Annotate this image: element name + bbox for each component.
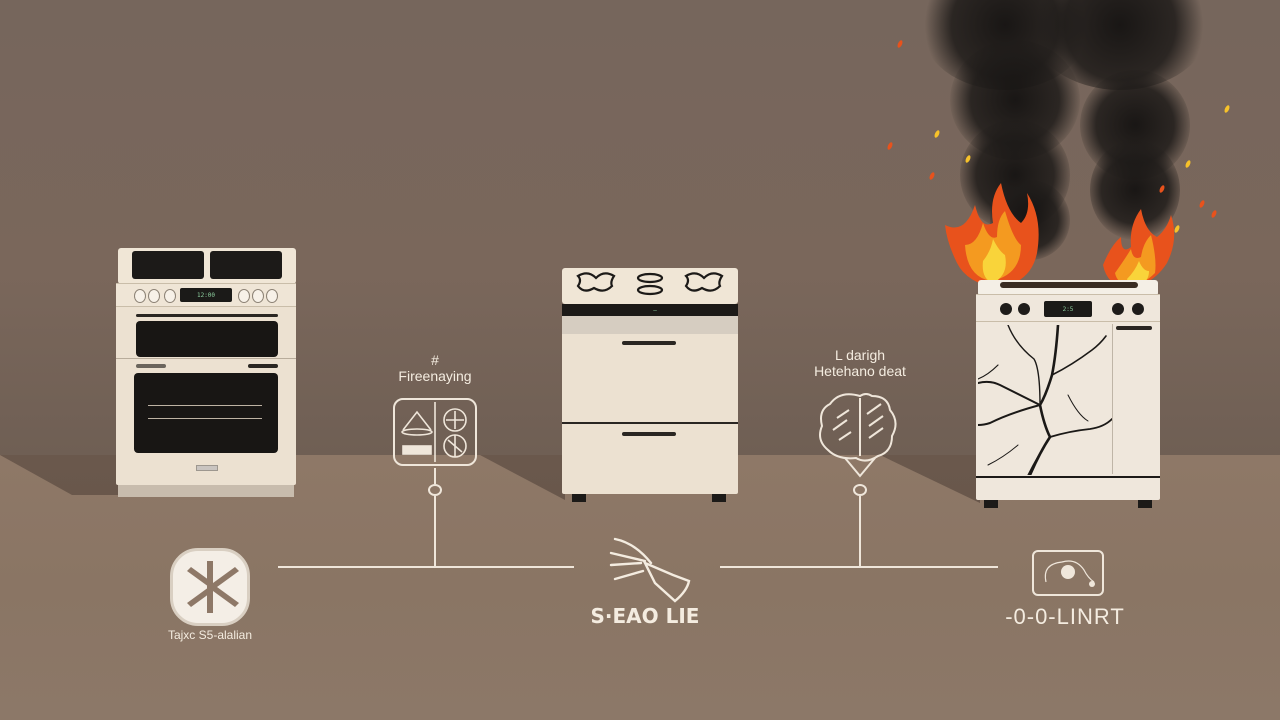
side-door-handle[interactable] xyxy=(1116,326,1152,330)
knob-icon[interactable] xyxy=(252,289,264,303)
stove-middle-foot-right xyxy=(712,494,726,502)
burner-grates-icon xyxy=(576,272,724,296)
stove-damaged-foot-left xyxy=(984,500,998,508)
label-upper-right-line1: L darigh xyxy=(834,347,886,363)
bottom-trim xyxy=(976,476,1160,478)
flame-right-icon xyxy=(1103,209,1175,289)
oven-rack xyxy=(148,405,262,419)
main-oven-window xyxy=(134,373,278,453)
timeline-segment-2 xyxy=(720,566,998,568)
knob-icon[interactable] xyxy=(1000,303,1012,315)
flame-left-icon xyxy=(945,183,1039,288)
label-upper-right: L darigh Hetehano deat xyxy=(790,347,930,379)
main-oven-handle-left[interactable] xyxy=(136,364,166,368)
knob-icon[interactable] xyxy=(266,289,278,303)
stove-new-plinth xyxy=(118,485,294,497)
pin-knot xyxy=(428,484,442,496)
stove-damaged-display: 2:5 xyxy=(1044,301,1092,317)
pin-stem-left xyxy=(434,496,436,566)
knob-icon[interactable] xyxy=(238,289,250,303)
cooking-panel-icon xyxy=(393,398,477,466)
knob-icon[interactable] xyxy=(164,289,176,303)
pin-knot xyxy=(853,484,867,496)
stove-new-display: 12:00 xyxy=(180,288,232,302)
crack-lines-icon xyxy=(978,325,1112,475)
knob-icon[interactable] xyxy=(1018,303,1030,315)
stove-middle-display: — xyxy=(640,305,670,315)
label-upper-left-line1: # xyxy=(431,352,439,368)
pin-stem-left-top xyxy=(434,468,436,484)
timeline-label-1: Tajxc S5-alalian xyxy=(167,628,253,642)
upper-oven-window xyxy=(136,321,278,357)
stove-middle-body xyxy=(562,304,738,494)
timeline-point-1 xyxy=(170,548,250,626)
upper-oven-handle[interactable] xyxy=(136,314,278,317)
bottom-drawer-handle[interactable] xyxy=(622,432,676,436)
main-oven-handle-right[interactable] xyxy=(248,364,278,368)
burning-grate xyxy=(1000,282,1138,288)
door-seam xyxy=(1112,324,1113,474)
brain-icon xyxy=(819,393,897,478)
label-upper-left-line2: Fireenaying xyxy=(398,368,472,384)
knob-icon[interactable] xyxy=(134,289,146,303)
drawer-divider xyxy=(562,422,738,424)
label-upper-left: # Fireenaying xyxy=(370,352,500,384)
knob-icon[interactable] xyxy=(1132,303,1144,315)
burner-grid-left xyxy=(132,251,204,279)
stove-damaged-foot-right xyxy=(1138,500,1152,508)
timer-screen-icon xyxy=(1032,550,1104,596)
timeline-label-3: -0-0-LINRT xyxy=(1005,604,1125,629)
brand-badge xyxy=(196,465,218,471)
timeline-label-2: S·EAO LIE xyxy=(590,604,700,628)
label-upper-right-line2: Hetehano deat xyxy=(814,363,906,379)
snowflake-icon xyxy=(187,561,239,613)
knob-icon[interactable] xyxy=(1112,303,1124,315)
stove-middle-foot-left xyxy=(572,494,586,502)
pin-stem-right xyxy=(859,496,861,566)
hand-icon xyxy=(609,537,691,603)
knob-icon[interactable] xyxy=(148,289,160,303)
timeline-segment-1 xyxy=(278,566,574,568)
oven-divider xyxy=(116,358,296,359)
stove-middle-panel xyxy=(562,316,738,334)
top-drawer-handle[interactable] xyxy=(622,341,676,345)
burner-grid-right xyxy=(210,251,282,279)
